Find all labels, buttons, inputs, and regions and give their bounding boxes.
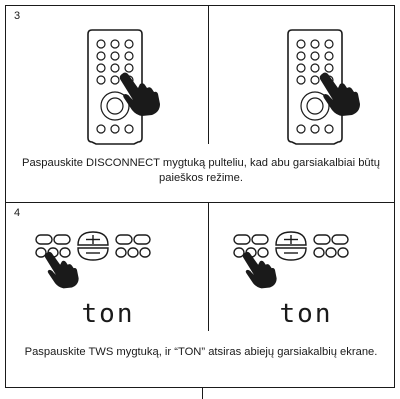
step-4-panel: 4 ton [5,202,395,388]
remote-control-icon [287,29,343,145]
led-display-icon: ton [81,299,135,329]
hand-pointer-icon [242,251,277,289]
hand-pointer-icon [44,251,79,289]
step-number: 3 [14,10,21,22]
hand-pointer-icon [319,72,360,116]
speaker-button-panel-icon [233,231,349,261]
step-caption: Paspauskite DISCONNECT mygtuką pulteliu,… [22,157,380,184]
step-number: 4 [14,207,21,219]
speaker-button-panel-icon [35,231,151,261]
step-caption: Paspauskite TWS mygtuką, ir “TON” atsira… [24,346,378,358]
bottom-divider [202,388,203,399]
hand-pointer-icon [119,72,160,116]
panel-divider [208,203,209,331]
step-3-panel: 3 [5,5,395,203]
remote-control-icon [87,29,143,145]
led-display-icon: ton [279,299,333,329]
panel-divider [208,6,209,144]
